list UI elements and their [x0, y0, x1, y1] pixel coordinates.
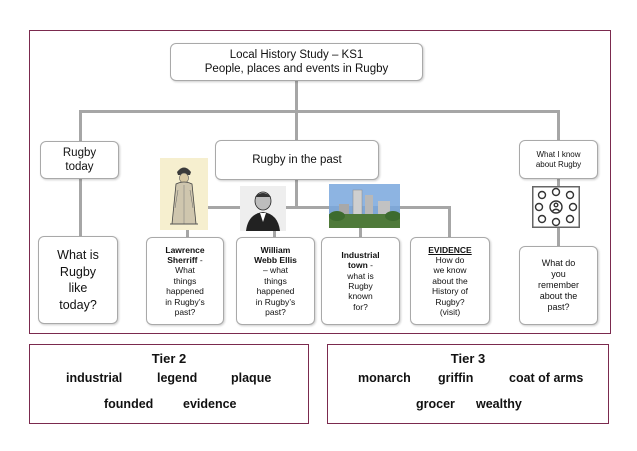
- root-node-text: Local History Study – KS1 People, places…: [204, 48, 389, 75]
- tier2-word: evidence: [183, 397, 237, 411]
- connector-past-down: [295, 178, 298, 208]
- mind-map-icon: [532, 186, 580, 228]
- connector-to-know: [557, 110, 560, 142]
- connector-to-today: [79, 110, 82, 142]
- tier3-box: [327, 344, 609, 424]
- rugby-today-node: Rugby today: [40, 141, 119, 179]
- rugby-past-node: Rugby in the past: [215, 140, 379, 180]
- tier2-word: plaque: [231, 371, 272, 385]
- what-i-know-node: What I know about Rugby: [519, 140, 598, 179]
- tier3-word: griffin: [438, 371, 474, 385]
- connector-root-down: [295, 80, 298, 112]
- question-sheriff-node: Lawrence Sherriff - What things happened…: [146, 237, 224, 325]
- connector-to-evidence: [448, 206, 451, 239]
- question-remember-node: What do you remember about the past?: [519, 246, 598, 325]
- connector-top-bar: [79, 110, 560, 113]
- tier2-title: Tier 2: [151, 351, 187, 366]
- tier3-word: monarch: [358, 371, 411, 385]
- question-today-node: What is Rugby like today?: [38, 236, 118, 324]
- tier2-word: founded: [104, 397, 154, 411]
- lawrence-sherriff-portrait: [160, 158, 208, 230]
- tier3-word: coat of arms: [509, 371, 584, 385]
- tier3-word: grocer: [416, 397, 455, 411]
- tier3-title: Tier 3: [450, 351, 486, 366]
- tier2-word: industrial: [66, 371, 123, 385]
- question-ellis-node: William Webb Ellis – what things happene…: [236, 237, 315, 325]
- connector-to-past: [295, 110, 298, 142]
- diagram-frame: [29, 30, 611, 334]
- industrial-town-photo: [329, 184, 401, 228]
- tier2-word: legend: [157, 371, 198, 385]
- question-evidence-node: EVIDENCE How do we know about the Histor…: [410, 237, 490, 325]
- root-node: Local History Study – KS1 People, places…: [170, 43, 423, 81]
- william-webb-ellis-portrait: [240, 186, 286, 231]
- connector-past-bar: [186, 206, 451, 209]
- tier2-box: [29, 344, 309, 424]
- question-industrial-node: Industrial town - what is Rugby known fo…: [321, 237, 400, 325]
- tier3-word: wealthy: [476, 397, 522, 411]
- connector-today-down: [79, 178, 82, 240]
